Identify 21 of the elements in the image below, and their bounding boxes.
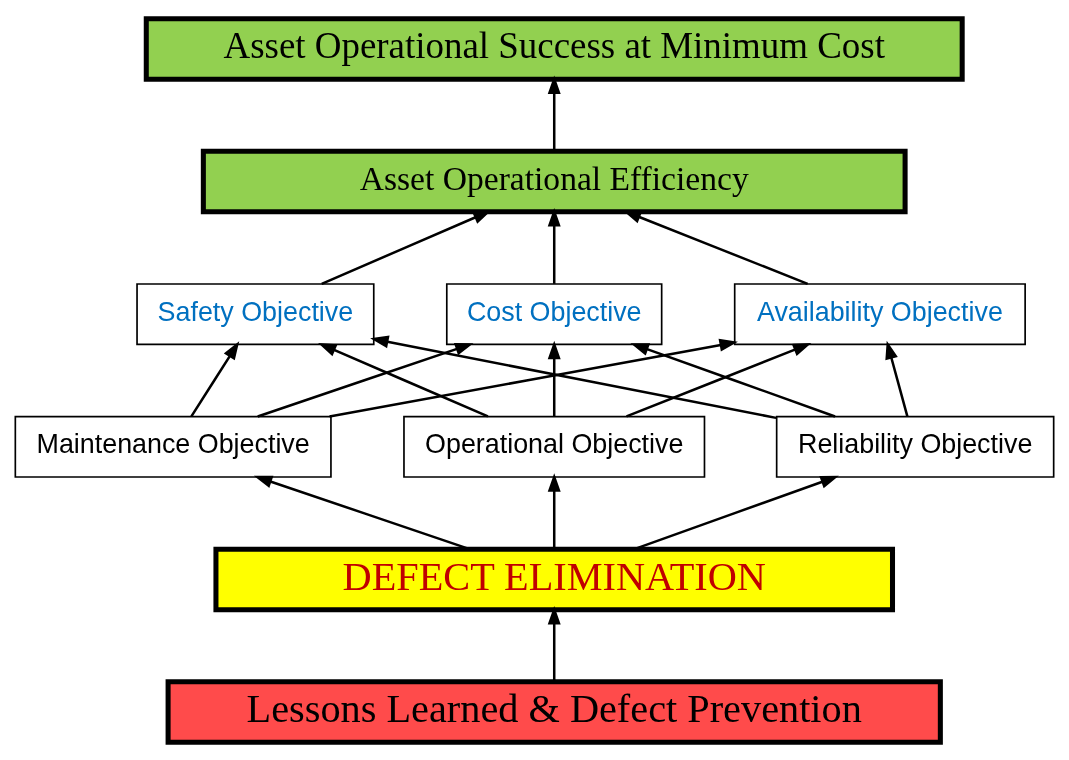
arrow [547,605,561,682]
arrow [547,472,561,549]
arrow [190,340,240,417]
arrow [329,338,738,418]
node-box: Cost Objective [445,282,663,345]
node-box: Maintenance Objective [14,415,332,478]
arrow [257,342,474,418]
node-box: Reliability Objective [775,415,1055,478]
arrow [885,340,909,417]
arrow [370,335,777,419]
node-box: Lessons Learned & Defect Prevention [165,678,943,745]
node-box: Availability Objective [733,282,1026,345]
node-box: Asset Operational Efficiency [200,148,908,214]
node-box: Operational Objective [403,415,706,478]
node-box: Safety Objective [136,282,375,345]
arrow [318,342,489,418]
arrow [547,340,561,416]
arrow [547,74,561,151]
arrow [547,207,561,284]
node-box: Asset Operational Success at Minimum Cost [143,15,965,82]
node-box: DEFECT ELIMINATION [213,546,896,612]
